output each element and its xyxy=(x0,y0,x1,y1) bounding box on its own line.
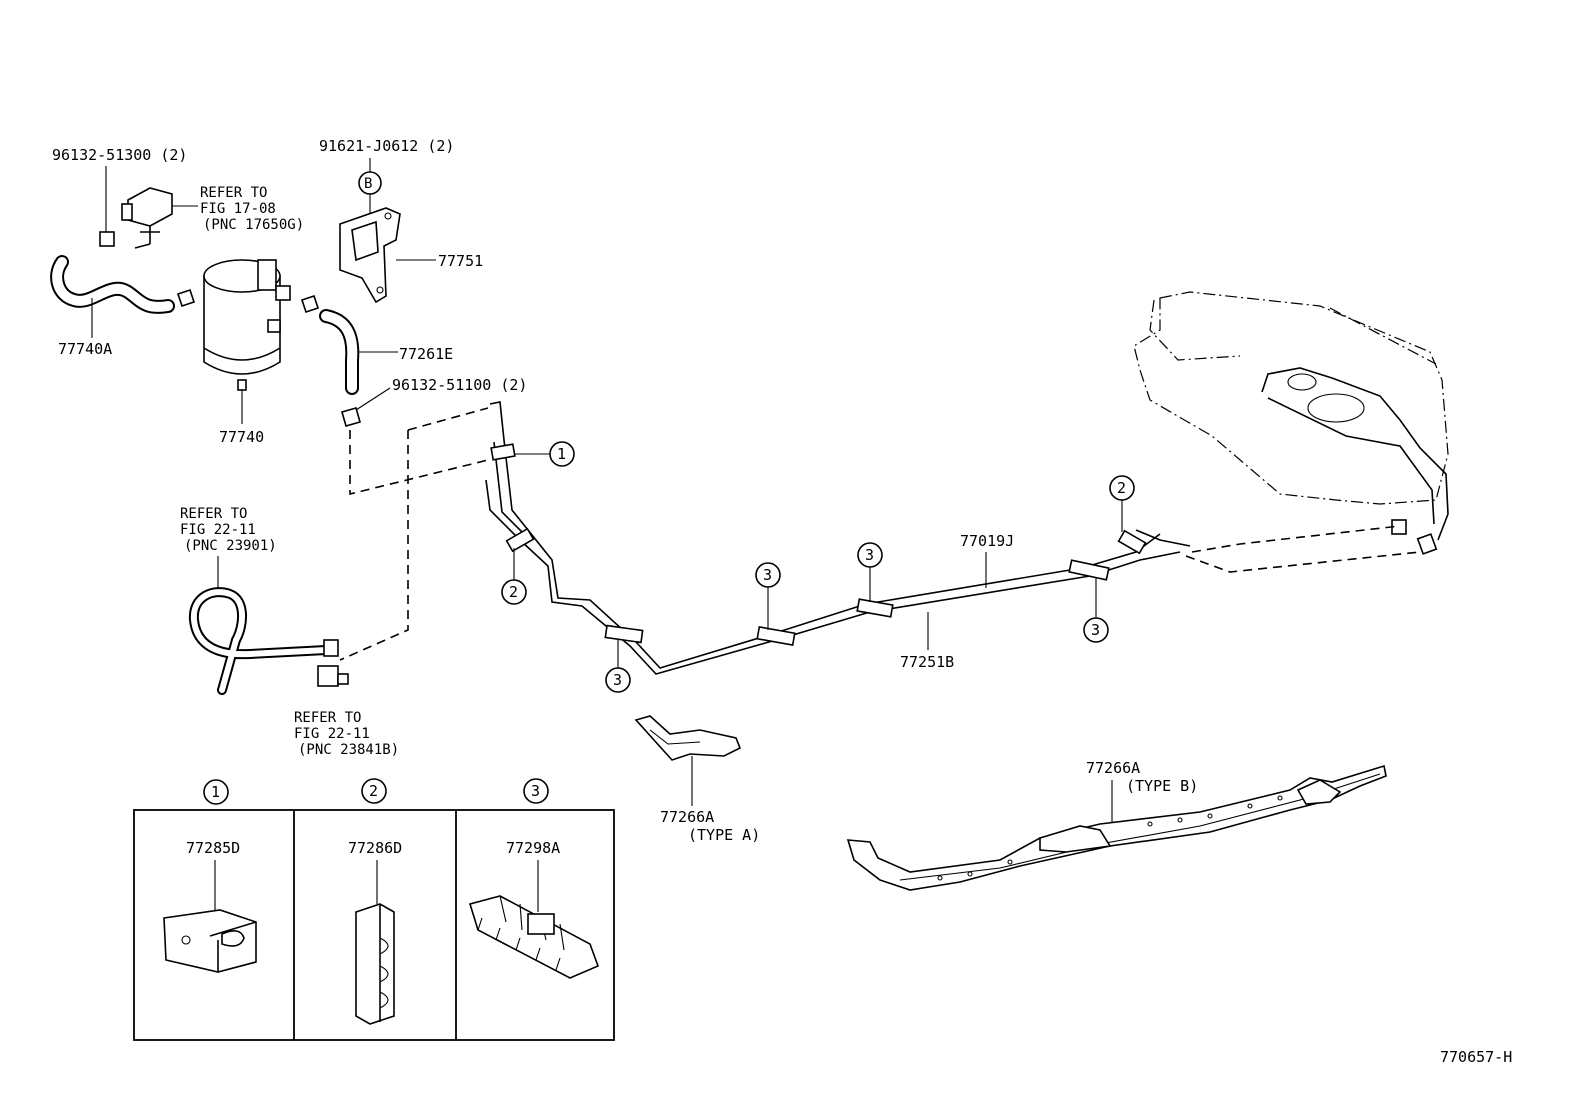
bracket-icon xyxy=(339,207,401,304)
hose-right-label: 77261E xyxy=(399,345,453,363)
hose-left-label: 77740A xyxy=(58,340,112,358)
legend-frame xyxy=(133,809,615,1041)
ref-hose-group: REFER TO FIG 22-11 (PNC 23901) REFER TO … xyxy=(180,506,399,758)
callout-3a-icon xyxy=(605,667,631,693)
bracket-label: 77751 xyxy=(438,252,483,270)
legend-callout-1-icon xyxy=(203,779,229,805)
callout-2-text: 2 xyxy=(509,583,518,601)
vsv-ref-line-2: FIG 17-08 xyxy=(200,201,276,217)
main-tube-label: 77019J xyxy=(960,532,1014,550)
callout-3b-text: 3 xyxy=(763,566,772,584)
protector-a-type: (TYPE A) xyxy=(688,826,760,844)
callout-3c-text: 3 xyxy=(865,546,874,564)
ref-hose-line-2: FIG 22-11 xyxy=(180,522,256,538)
callout-2-icon xyxy=(501,579,527,605)
tube-callouts: 1 2 3 3 3 3 2 xyxy=(501,441,1135,693)
legend-callout-1: 1 xyxy=(211,783,220,801)
lower-tube-label: 77251B xyxy=(900,653,954,671)
protector-b-label: 77266A xyxy=(1086,759,1140,777)
callout-2b-text: 2 xyxy=(1117,479,1126,497)
clamp-77286d-icon xyxy=(355,903,395,1025)
hose-right-group: 77261E xyxy=(319,309,453,395)
ref-valve-line-1: REFER TO xyxy=(294,710,361,726)
valve-icon xyxy=(317,665,349,687)
legend-callout-2-icon xyxy=(361,778,387,804)
clip-icon xyxy=(99,231,115,247)
vsv-valve-icon xyxy=(121,187,173,249)
canister-group: 96132-51300 (2) REFER TO FIG 17-08 (PNC … xyxy=(50,146,320,446)
ref-hose-line-1: REFER TO xyxy=(180,506,247,522)
bracket-bolt-label: 91621-J0612 (2) xyxy=(319,137,454,155)
callout-3d-icon xyxy=(1083,617,1109,643)
ref-hose-icon xyxy=(188,587,331,695)
clip-right-group: 96132-51100 (2) xyxy=(341,376,527,427)
legend-part-1: 77285D xyxy=(186,839,240,857)
vsv-ref-line-3: (PNC 17650G) xyxy=(203,217,304,233)
protector-a-icon xyxy=(634,715,742,761)
canister-label: 77740 xyxy=(219,428,264,446)
protector-b-group: 77266A (TYPE B) xyxy=(846,759,1387,891)
figure-code: 770657-H xyxy=(1440,1048,1512,1066)
fuel-tank-icon xyxy=(1133,291,1449,555)
canister-icon xyxy=(203,259,291,391)
ref-hose-line-3: (PNC 23901) xyxy=(184,538,277,554)
protector-b-icon xyxy=(846,764,1387,891)
callout-3c-icon xyxy=(857,542,883,568)
callout-2b-icon xyxy=(1109,475,1135,501)
callout-3b-icon xyxy=(755,562,781,588)
callout-1-icon xyxy=(549,441,575,467)
legend-callout-3: 3 xyxy=(531,782,540,800)
vsv-ref-line-1: REFER TO xyxy=(200,185,267,201)
ref-valve-line-3: (PNC 23841B) xyxy=(298,742,399,758)
bolt-label-upper: 96132-51300 (2) xyxy=(52,146,187,164)
tube-clamps xyxy=(490,443,1147,646)
legend-callout-2: 2 xyxy=(369,782,378,800)
callout-b-text: B xyxy=(364,176,372,192)
callout-3a-text: 3 xyxy=(613,671,622,689)
clamp-77285d-icon xyxy=(163,909,257,973)
clamp-77298a-icon xyxy=(468,895,600,979)
protector-a-label: 77266A xyxy=(660,808,714,826)
protector-a-group: 77266A (TYPE A) xyxy=(634,715,760,844)
bracket-group: 91621-J0612 (2) B 77751 xyxy=(319,137,483,304)
clamp-legend: 1 2 3 77285D 77286D 77298A xyxy=(133,778,615,1041)
callout-1-text: 1 xyxy=(557,445,566,463)
clip-right-label: 96132-51100 (2) xyxy=(392,376,527,394)
protector-b-type: (TYPE B) xyxy=(1126,777,1198,795)
legend-part-3: 77298A xyxy=(506,839,560,857)
ref-valve-line-2: FIG 22-11 xyxy=(294,726,370,742)
legend-callout-3-icon xyxy=(523,778,549,804)
callout-3d-text: 3 xyxy=(1091,621,1100,639)
legend-part-2: 77286D xyxy=(348,839,402,857)
